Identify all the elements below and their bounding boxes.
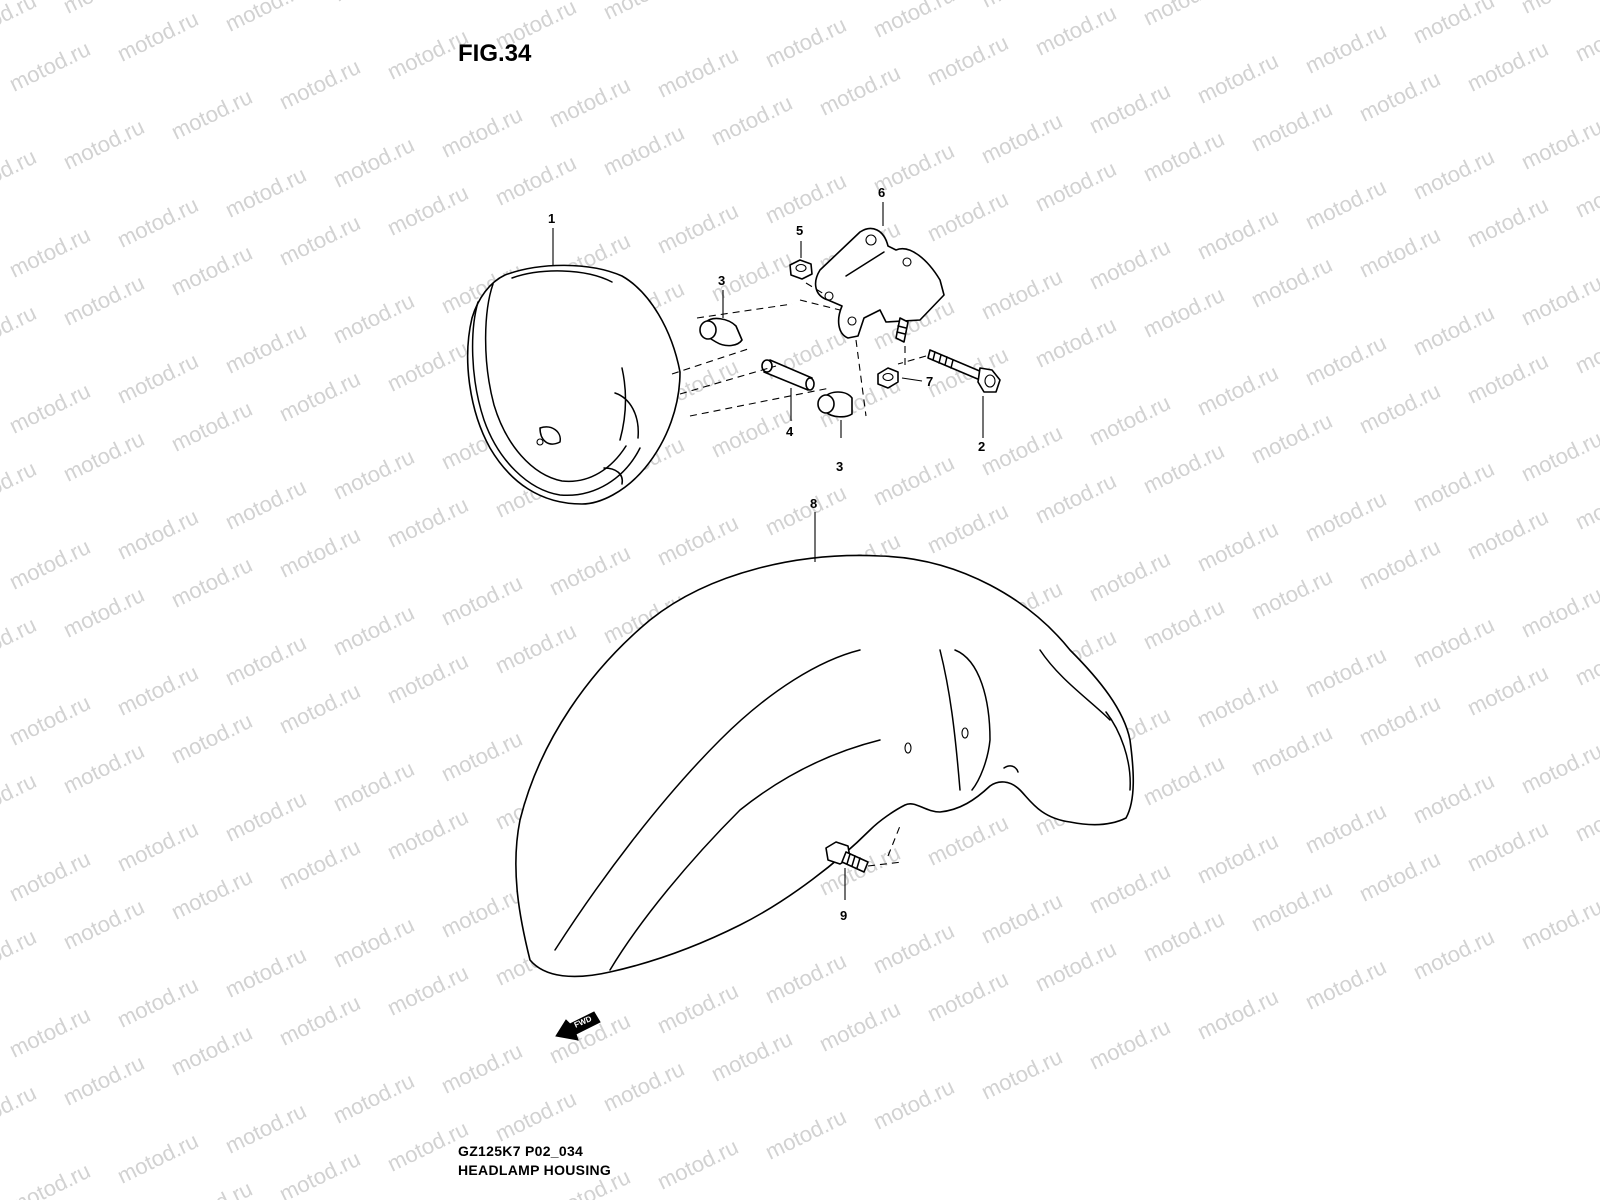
callout-leader-lines [552,202,984,900]
nut-part-7[interactable] [877,367,899,389]
section-title: HEADLAMP HOUSING [458,1162,612,1178]
collar-part-4[interactable] [761,359,815,391]
bolt-part-2[interactable] [927,349,1001,393]
callout-6: 6 [878,185,885,200]
front-fender-part[interactable] [515,554,1135,978]
callout-3-upper: 3 [718,273,725,288]
figure-title: FIG.34 [458,40,532,67]
bolt-part-9[interactable] [825,841,869,873]
callout-2: 2 [978,439,985,454]
callout-8: 8 [810,496,817,511]
headlamp-bracket-part[interactable] [814,227,945,339]
assembly-dashed-lines [671,282,927,867]
callout-4: 4 [786,424,794,439]
callout-1: 1 [548,211,555,226]
model-code: GZ125K7 P02_034 [458,1143,584,1159]
callout-7: 7 [926,374,933,389]
callout-9: 9 [840,908,847,923]
forward-direction-arrow: FWD [555,1011,601,1041]
cushion-part-3-upper[interactable] [699,317,743,347]
headlamp-housing-part[interactable] [466,264,681,505]
callout-5: 5 [796,223,803,238]
callout-3-lower: 3 [836,459,843,474]
callout-numbers: 1 2 3 3 4 5 6 7 8 9 [548,185,985,923]
cushion-part-3-lower[interactable] [817,391,853,418]
nut-part-5[interactable] [789,259,813,280]
bracket-stud [895,317,909,343]
